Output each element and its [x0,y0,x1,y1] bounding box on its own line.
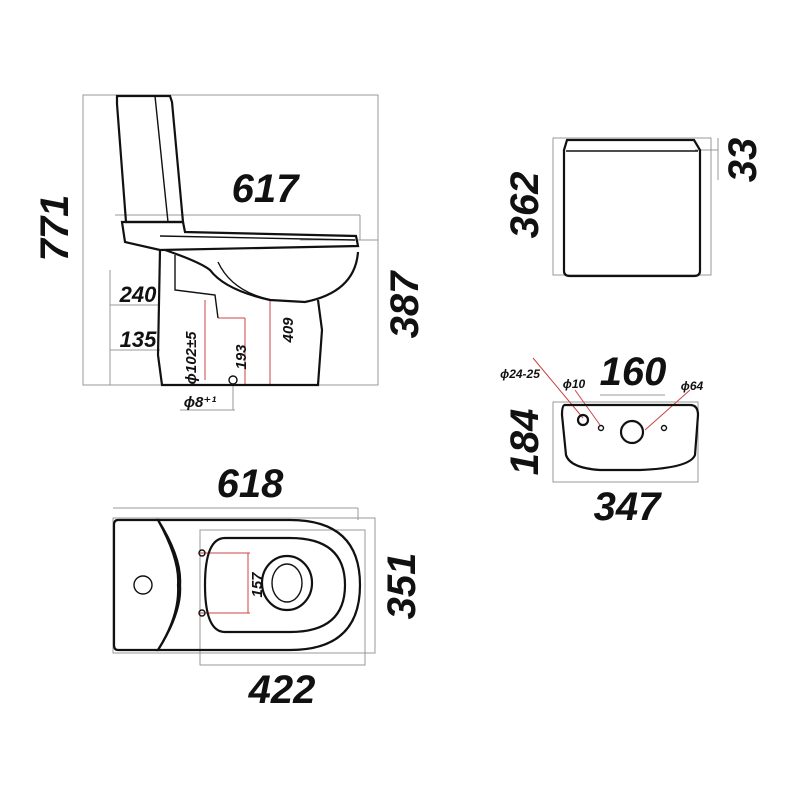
tank-edge [154,95,169,223]
outlet-dim-label: ϕ102±5 [183,331,200,385]
small-hole-label: ϕ10 [563,377,586,391]
tank-width-label: 347 [594,485,662,529]
top-drain-outer [260,554,314,612]
tank-dim-frame [552,137,712,276]
bowl-outline [164,248,360,304]
seat-hole-top [198,549,206,557]
tank-depth-label: 184 [503,409,547,476]
pedestal [156,249,324,387]
seat-hole-bottom [198,609,206,617]
tank-height-label: 362 [503,172,547,239]
bowl-dim-frame [199,529,366,666]
trap-line [174,255,219,319]
top-drain-inner [271,563,303,603]
inlet-leader [532,357,584,419]
tank-top-view: ϕ24-25 ϕ10 ϕ64 160 184 347 [500,350,703,529]
tank-side-view: 362 33 [503,137,765,278]
dim-135-label: 135 [120,327,157,352]
lid-height-label: 33 [721,138,765,183]
small-hole-left [597,424,605,432]
flush-hole-label: ϕ64 [681,379,704,393]
total-height-label: 771 [33,195,77,262]
top-bowl-rim [203,536,347,634]
bolt-hole [228,375,238,385]
tank-body [115,94,185,224]
dim-193-label: 193 [233,344,250,370]
hole-spacing-label: 160 [600,350,667,394]
side-view: 771 617 387 240 135 ϕ102±5 193 409 ϕ8⁺¹ [33,94,427,411]
flush-hole [619,419,645,445]
height-right-label: 387 [383,270,427,338]
dim-409-label: 409 [280,317,297,344]
small-hole-leader [574,389,601,426]
seat-line [159,235,356,241]
top-view: 618 351 422 157 [112,462,424,712]
inlet-label: ϕ24-25 [500,367,540,381]
tank-top-body [560,403,700,472]
small-hole-right [660,424,668,432]
dim-240-label: 240 [119,282,157,307]
bowl-length-label: 422 [248,668,316,712]
top-length-label: 618 [217,462,284,506]
top-flush-button [133,575,153,595]
bowl-inner [217,261,273,301]
tank-side-body [562,138,702,278]
flush-hole-leader [644,389,691,431]
inlet-hole [576,413,590,427]
top-seat [156,518,362,652]
tank-top-dim-frame [552,401,699,483]
top-width-label: 351 [380,553,424,620]
total-length-label: 617 [232,167,300,211]
seat-hole-spacing-label: 157 [249,572,266,598]
bolt-dim-label: ϕ8⁺¹ [184,394,217,411]
seat-lid [120,220,360,252]
